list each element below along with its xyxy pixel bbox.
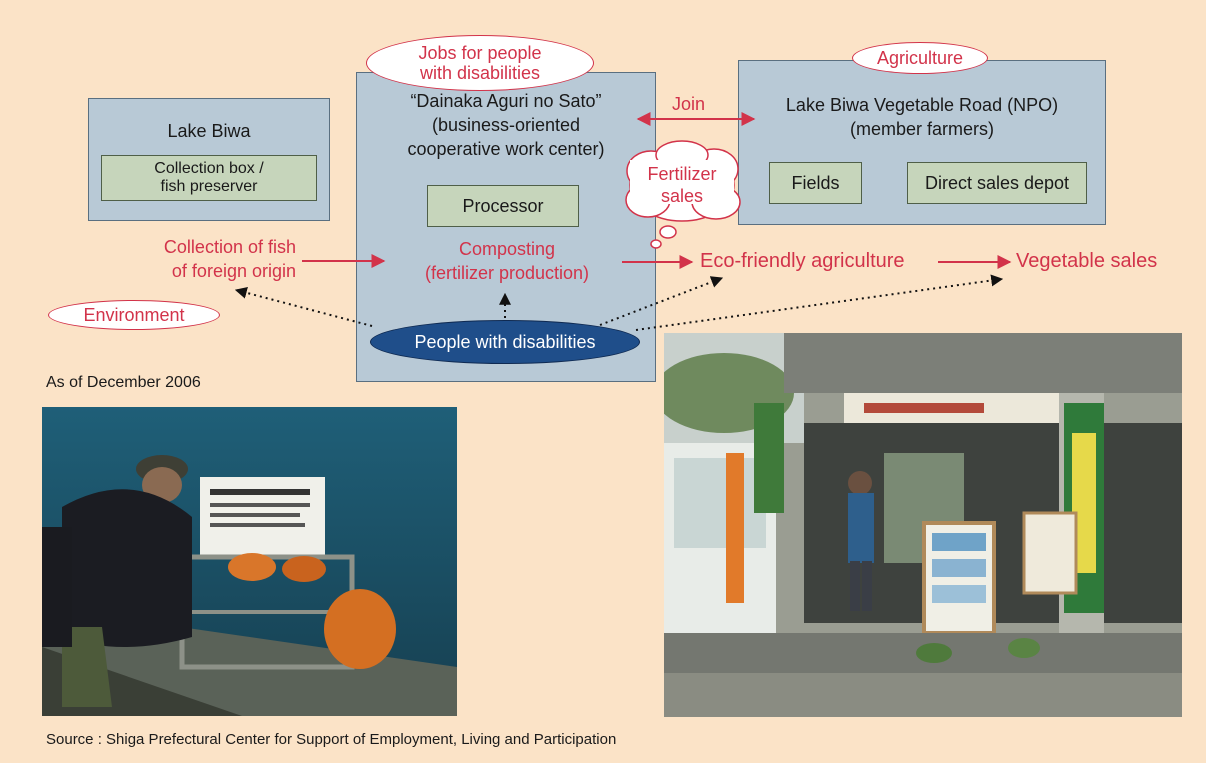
jobs-oval: Jobs for people with disabilities [366, 35, 594, 91]
fertilizer-sales-line1: Fertilizer [647, 164, 717, 184]
npo-box: Lake Biwa Vegetable Road (NPO) (member f… [738, 60, 1106, 225]
work-center-title-line2: (business-oriented [431, 115, 581, 135]
jobs-oval-line1: Jobs for people [418, 43, 542, 63]
collection-box-label: Collection box / fish preserver [101, 155, 317, 201]
cloud-bubble-small [650, 239, 662, 249]
collection-line1: Collection of fish [163, 237, 296, 257]
collection-line2: of foreign origin [171, 261, 296, 281]
eco-label: Eco-friendly agriculture [700, 250, 905, 272]
npo-title-line1: Lake Biwa Vegetable Road (NPO) [785, 95, 1059, 115]
work-center-title-line3: cooperative work center) [407, 139, 605, 159]
dotted-arrow-eco [599, 276, 724, 326]
jobs-oval-line2: with disabilities [419, 63, 541, 83]
work-center-title: “Dainaka Aguri no Sato” (business-orient… [357, 89, 655, 161]
lake-biwa-title: Lake Biwa [167, 121, 251, 141]
work-center-title-line1: “Dainaka Aguri no Sato” [410, 91, 602, 111]
agriculture-oval: Agriculture [852, 42, 988, 74]
fields-box: Fields [769, 162, 862, 204]
environment-oval: Environment [48, 300, 220, 330]
fertilizer-sales-line2: sales [660, 186, 704, 206]
join-label: Join [672, 94, 706, 114]
fertilizer-sales-label: Fertilizer sales [632, 163, 732, 207]
source-note: Source : Shiga Prefectural Center for Su… [46, 731, 617, 748]
processor-box: Processor [427, 185, 579, 227]
lake-biwa-box: Lake Biwa Collection box / fish preserve… [88, 98, 330, 221]
composting-line2: (fertilizer production) [424, 263, 590, 283]
collection-box-line2: fish preserver [160, 178, 258, 195]
composting-label: Composting (fertilizer production) [392, 237, 622, 285]
cloud-bubble-large [659, 225, 677, 239]
date-note: As of December 2006 [46, 374, 201, 391]
collection-label: Collection of fish of foreign origin [96, 235, 296, 283]
npo-title-line2: (member farmers) [849, 119, 994, 139]
collection-box-line1: Collection box / [154, 160, 264, 177]
direct-sales-depot-box: Direct sales depot [907, 162, 1087, 204]
sales-depot-photo [664, 333, 1182, 717]
npo-title: Lake Biwa Vegetable Road (NPO) (member f… [739, 93, 1105, 141]
dotted-arrow-collection [234, 286, 373, 327]
dotted-arrow-vegetable [635, 274, 1004, 331]
people-oval: People with disabilities [370, 320, 640, 364]
vegetable-label: Vegetable sales [1016, 250, 1158, 272]
composting-line1: Composting [458, 239, 556, 259]
collection-box-photo [42, 407, 457, 716]
